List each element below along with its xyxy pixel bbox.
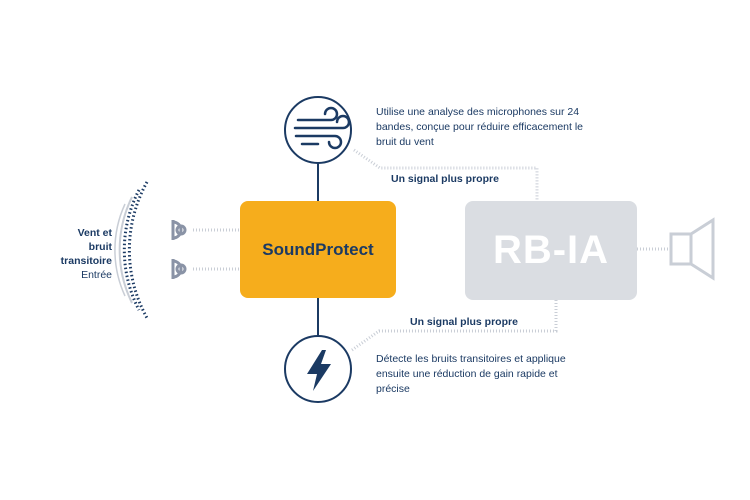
rbia-label: RB-IA — [492, 228, 610, 272]
soundprotect-box: SoundProtect — [240, 201, 396, 298]
input-label-line3: Entrée — [81, 269, 112, 281]
lightning-icon — [307, 350, 331, 391]
rbia-box: RB-IA — [465, 201, 637, 300]
signal-path-top — [353, 148, 539, 201]
sound-waves-icon — [114, 181, 149, 319]
signal-label-top: Un signal plus propre — [391, 173, 499, 185]
input-label: Vent et bruit transitoire Entrée — [40, 226, 112, 282]
input-label-line2: bruit transitoire — [60, 241, 112, 267]
wind-circle — [284, 96, 352, 164]
microphone-icon — [171, 220, 187, 240]
signal-label-bottom: Un signal plus propre — [410, 316, 518, 328]
microphone-icon — [171, 259, 187, 279]
signal-path-bottom — [351, 300, 558, 352]
soundprotect-label: SoundProtect — [262, 239, 374, 259]
speaker-icon — [669, 217, 715, 281]
wind-description: Utilise une analyse des microphones sur … — [376, 106, 584, 148]
wind-icon — [293, 106, 351, 150]
input-label-line1: Vent et — [77, 227, 112, 239]
transient-description: Détecte les bruits transitoires et appli… — [376, 353, 566, 395]
